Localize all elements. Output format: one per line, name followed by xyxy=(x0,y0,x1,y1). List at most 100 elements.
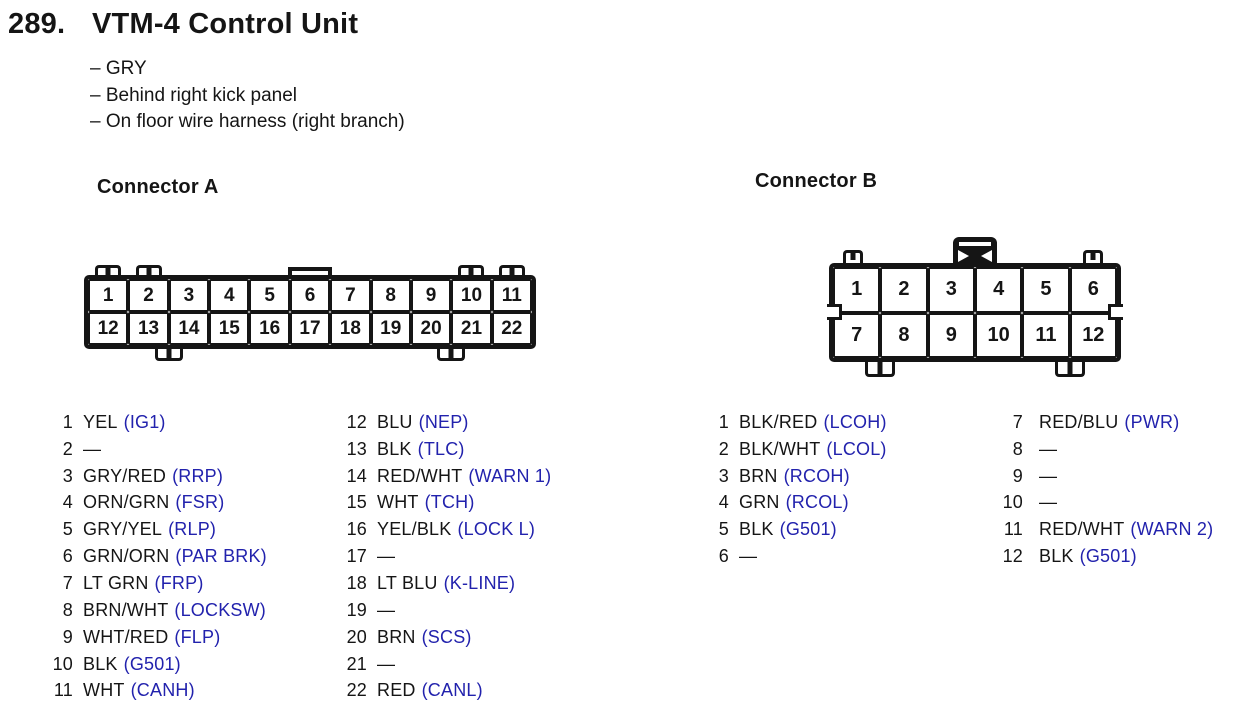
pin-number: 22 xyxy=(346,680,367,701)
wire-color: BLK/WHT xyxy=(739,438,821,459)
signal-name: (CANH) xyxy=(130,680,195,701)
keying-tab-icon xyxy=(136,265,162,278)
signal-name: (RLP) xyxy=(168,519,217,540)
pin-cell-20: 20 xyxy=(410,312,452,345)
pin-number: 5 xyxy=(62,519,73,540)
pin-cell-5: 5 xyxy=(249,279,290,312)
pin-number: 7 xyxy=(62,572,73,593)
pin-number: 12 xyxy=(346,411,367,432)
pin-cell-4: 4 xyxy=(974,267,1023,313)
wire-color: LT GRN xyxy=(83,572,149,593)
connector-b-heading: Connector B xyxy=(755,170,878,192)
notes: – GRY – Behind right kick panel – On flo… xyxy=(90,56,405,136)
pin-cell-18: 18 xyxy=(330,312,371,345)
pin-number: 10 xyxy=(52,653,73,674)
wire-color: WHT/RED xyxy=(83,626,169,647)
pin-number: 21 xyxy=(346,653,367,674)
signal-name: (TCH) xyxy=(424,492,475,513)
pin-row-21: 21 — xyxy=(340,651,551,678)
signal-name: (PWR) xyxy=(1124,411,1180,432)
pin-row-8: 8— xyxy=(996,436,1213,463)
pin-number: 4 xyxy=(62,492,73,513)
wire-color: RED/WHT xyxy=(377,465,463,486)
pin-cell-2: 2 xyxy=(880,267,928,313)
keying-tab-icon xyxy=(843,250,863,266)
pin-number: 14 xyxy=(346,465,367,486)
signal-name: (SCS) xyxy=(421,626,472,647)
wire-color: YEL xyxy=(83,411,118,432)
pin-number: 20 xyxy=(346,626,367,647)
pin-number: 5 xyxy=(718,519,729,540)
pin-cell-16: 16 xyxy=(249,312,290,345)
signal-name: (G501) xyxy=(1079,546,1137,567)
wire-color: — xyxy=(1039,438,1058,459)
wire-color: — xyxy=(1039,492,1058,513)
wire-color: BRN/WHT xyxy=(83,599,169,620)
title-text: VTM-4 Control Unit xyxy=(92,8,359,40)
pin-cell-17: 17 xyxy=(289,312,331,345)
note-line: – Behind right kick panel xyxy=(90,84,298,106)
wire-color: — xyxy=(377,653,396,674)
pin-cell-7: 7 xyxy=(833,312,881,358)
wire-color: GRY/YEL xyxy=(83,519,163,540)
signal-name: (TLC) xyxy=(417,438,465,459)
keying-tab-icon xyxy=(1083,250,1103,266)
signal-name: (G501) xyxy=(123,653,181,674)
pin-cell-3: 3 xyxy=(927,267,975,313)
pin-number: 3 xyxy=(718,465,729,486)
keying-tab-icon xyxy=(458,265,484,278)
signal-name: (G501) xyxy=(779,519,837,540)
pin-cell-2: 2 xyxy=(128,279,169,312)
pin-cell-15: 15 xyxy=(209,312,250,345)
wire-color: BLK xyxy=(83,653,118,674)
wire-color: RED/WHT xyxy=(1039,519,1125,540)
pin-number: 4 xyxy=(718,492,729,513)
page-title: 289.VTM-4 Control Unit xyxy=(8,8,358,41)
signal-name: (LCOH) xyxy=(823,411,887,432)
wire-color: — xyxy=(377,599,396,620)
pin-row-14: 14 RED/WHT(WARN 1) xyxy=(340,463,552,490)
signal-name: (FSR) xyxy=(175,492,225,513)
pin-cell-1: 1 xyxy=(88,279,129,312)
signal-name: (RCOL) xyxy=(785,492,849,513)
pin-cell-21: 21 xyxy=(451,312,492,345)
pin-row-19: 19— xyxy=(340,597,551,624)
wire-color: — xyxy=(1039,465,1058,486)
pin-cell-10: 10 xyxy=(451,279,492,312)
signal-name: (WARN 1) xyxy=(468,465,552,486)
connector-a-heading: Connector A xyxy=(97,176,219,198)
wire-color: BLK xyxy=(1039,546,1074,567)
pin-cell-12: 12 xyxy=(1069,312,1117,358)
signal-name: (IG1) xyxy=(123,411,166,432)
signal-name: (CANL) xyxy=(421,680,483,701)
signal-name: (K-LINE) xyxy=(443,572,516,593)
pin-cell-9: 9 xyxy=(410,279,452,312)
signal-name: (WARN 2) xyxy=(1130,519,1214,540)
pin-row-9: 9— xyxy=(996,463,1213,490)
pin-number: 13 xyxy=(346,438,367,459)
wire-color: GRY/RED xyxy=(83,465,167,486)
pin-number: 16 xyxy=(346,519,367,540)
pin-cell-3: 3 xyxy=(168,279,210,312)
note-line: – On floor wire harness (right branch) xyxy=(90,111,405,132)
signal-name: (LOCKSW) xyxy=(174,599,266,620)
